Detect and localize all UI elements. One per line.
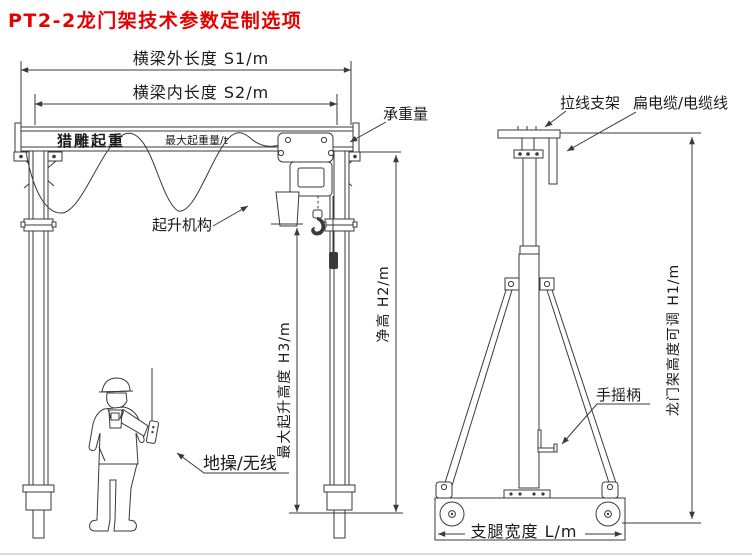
page-bottom-rule [0,553,752,555]
label-hoist-mechanism: 起升机构 [152,216,212,234]
leveling-foot [32,509,45,539]
head [106,392,128,409]
label-brand: 猎雕起重 [57,132,125,150]
label-clear-height: 净高 H2/m [375,265,392,342]
festoon-cable [25,132,283,214]
side-view: 手摇柄 [434,94,728,541]
hook [311,209,326,236]
label-load-capacity: 承重量 [383,105,428,123]
hand-crank [537,429,558,453]
pull-wire-bracket-assembly [497,126,561,185]
hard-hat [101,377,131,393]
hoist-panel [297,167,325,188]
beam-end-cap-left [14,122,22,155]
dim-adjustable-height: 龙门架高度可调 H1/m [560,132,701,524]
base-beam [434,497,626,541]
dim-max-lift-height: 最大起升高度 H3/m [271,223,303,512]
callout-ground-control: 地操/无线 [176,452,289,474]
left-column [20,150,57,539]
label-hand-crank: 手摇柄 [596,386,641,404]
lower-collar [22,484,55,493]
label-flat-cable: 扁电缆/电缆线 [633,94,728,112]
label-max-lift-height: 最大起升高度 H3/m [276,321,293,458]
waist-tool [98,446,106,462]
dim-beam-inner-length: 横梁内长度 S2/m [34,83,338,125]
chain-bag [275,191,300,227]
flat-cable-rod [548,137,558,185]
callout-hoist-mechanism: 起升机构 [152,205,249,234]
worker-figure [88,368,160,532]
callout-flat-cable: 扁电缆/电缆线 [566,94,728,152]
right-column [321,150,358,539]
dim-clear-height: 净高 H2/m [356,151,401,512]
callout-pull-wire-bracket: 拉线支架 [544,94,620,128]
label-beam-inner-length: 横梁内长度 S2/m [133,83,269,102]
base-assembly [434,481,626,541]
chest-pocket [110,412,120,421]
label-ground-control: 地操/无线 [203,454,277,474]
side-column [518,157,540,489]
dim-leg-width: 支腿宽度 L/m [438,522,622,541]
label-pull-wire-bracket: 拉线支架 [560,94,620,112]
label-beam-outer-length: 横梁外长度 S1/m [133,49,269,68]
label-leg-width: 支腿宽度 L/m [471,522,578,541]
pendant-control [329,252,338,269]
hoist-trolley [275,132,338,269]
callout-load-capacity: 承重量 [349,105,428,143]
leveling-foot [333,509,346,539]
lower-collar [323,484,356,493]
label-max-lift-weight: 最大起重量/t [165,133,229,147]
remote-control [145,420,160,444]
label-adjustable-height: 龙门架高度可调 H1/m [665,264,682,416]
legs [89,463,138,532]
page-title: PT2-2龙门架技术参数定制选项 [8,10,303,32]
callout-hand-crank: 手摇柄 [561,386,650,445]
front-view: 横梁外长度 S1/m 横梁内长度 S2/m [13,49,428,539]
dim-beam-outer-length: 横梁外长度 S1/m [20,49,352,125]
support-braces [442,277,619,490]
